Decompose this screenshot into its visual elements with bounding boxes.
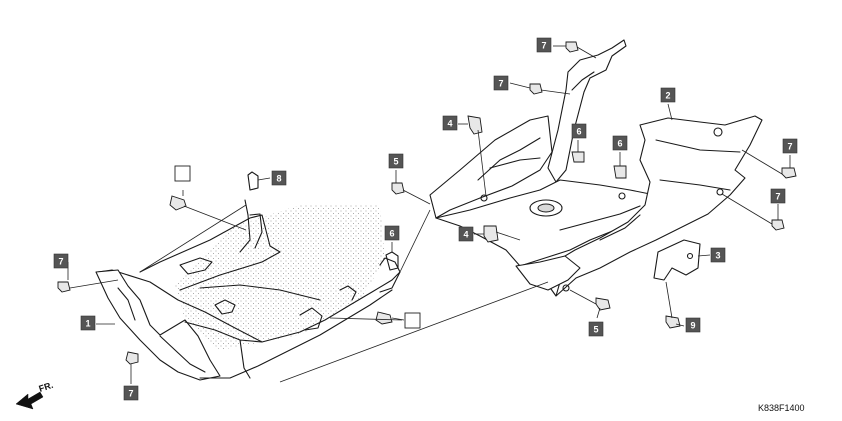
callout-label: 2 [665, 91, 670, 101]
drawing-code: K838F1400 [758, 403, 805, 413]
callout-7-right-a: 7 [782, 138, 798, 154]
floor-panel-part-2 [429, 39, 763, 297]
right-leaders [139, 45, 791, 383]
callout-label: 6 [617, 139, 622, 149]
callout-label: 7 [128, 389, 133, 399]
callout-label: 1 [85, 319, 90, 329]
callout-9: 9 [685, 317, 701, 333]
front-direction-arrow: FR. [15, 380, 55, 410]
callout-label: 3 [715, 251, 720, 261]
reference-box-upper [174, 165, 191, 182]
callout-7-left: 7 [53, 253, 69, 269]
callout-1: 1 [80, 315, 96, 331]
under-cover-part-1 [95, 171, 401, 381]
callout-6-b: 6 [612, 135, 628, 151]
callout-label: 7 [541, 41, 546, 51]
callout-4-upper: 4 [442, 115, 458, 131]
callout-label: 7 [498, 79, 503, 89]
bracket-part-3 [653, 239, 701, 281]
callout-5-lower: 5 [588, 321, 604, 337]
callout-label: 4 [447, 119, 452, 129]
left-fasteners [57, 195, 393, 365]
callout-label: 7 [787, 142, 792, 152]
callout-7-right-b: 7 [770, 188, 786, 204]
callout-6-mid: 6 [384, 225, 400, 241]
callout-3: 3 [710, 247, 726, 263]
callout-label: 8 [276, 174, 281, 184]
callout-label: 6 [389, 229, 394, 239]
fr-label: FR. [38, 380, 55, 394]
callout-7-bottom: 7 [123, 385, 139, 401]
callout-label: 5 [393, 157, 398, 167]
reference-box-lower [404, 312, 421, 329]
callout-4-lower: 4 [458, 226, 474, 242]
callout-label: 4 [463, 230, 468, 240]
callout-7-top: 7 [536, 37, 552, 53]
callout-2: 2 [660, 87, 676, 103]
callout-8-left: 8 [271, 170, 287, 186]
callout-6-a: 6 [571, 123, 587, 139]
callout-label: 5 [593, 325, 598, 335]
callout-label: 9 [690, 321, 695, 331]
callout-label: 7 [58, 257, 63, 267]
callout-label: 7 [775, 192, 780, 202]
callout-7-upper: 7 [493, 75, 509, 91]
callout-label: 6 [576, 127, 581, 137]
callout-5-left: 5 [388, 153, 404, 169]
